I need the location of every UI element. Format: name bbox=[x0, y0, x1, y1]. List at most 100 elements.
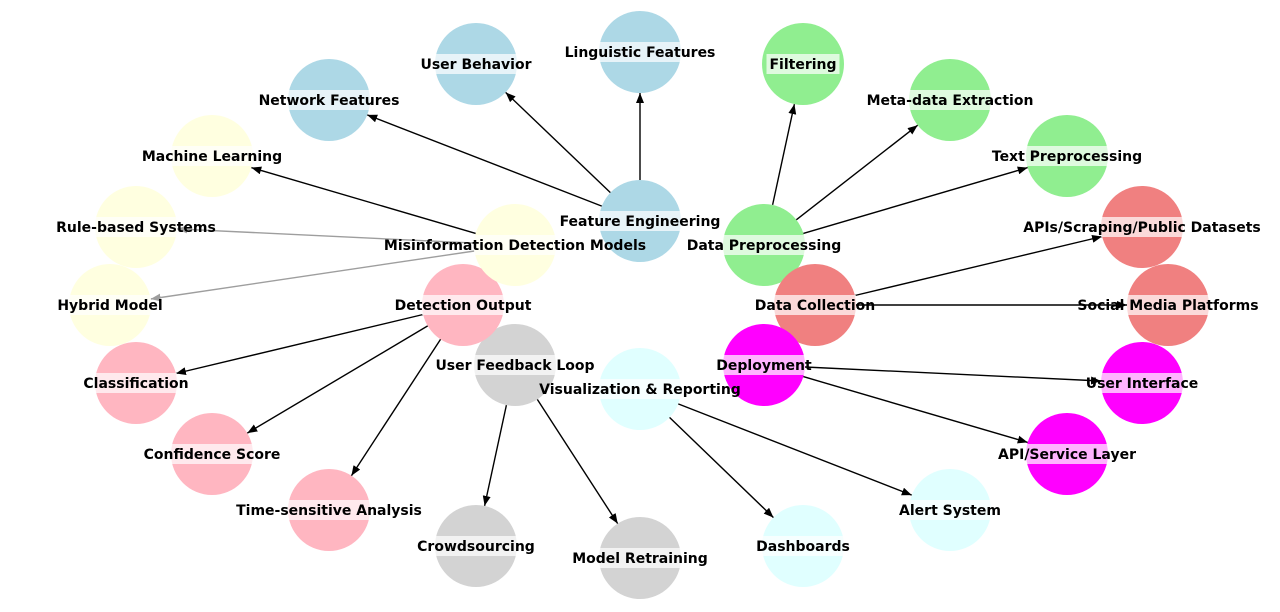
node-label-machine-learning: Machine Learning bbox=[142, 149, 282, 165]
node-label-group-api-service-layer: API/Service Layer bbox=[998, 444, 1136, 464]
edge-fe-to-ub bbox=[505, 91, 611, 194]
node-label-confidence-score: Confidence Score bbox=[144, 447, 281, 463]
node-label-bg bbox=[909, 500, 991, 520]
edges-layer bbox=[150, 91, 1127, 524]
node-label-group-linguistic-features: Linguistic Features bbox=[565, 42, 716, 62]
node-label-user-behavior: User Behavior bbox=[420, 57, 531, 73]
edge-do-to-cls bbox=[175, 313, 424, 376]
node-label-bg bbox=[599, 548, 681, 568]
edge-ufl-to-crowd bbox=[482, 404, 508, 507]
node-label-group-user-feedback-loop: User Feedback Loop bbox=[435, 355, 595, 375]
edge-mdm-to-hyb bbox=[150, 250, 475, 302]
node-label-apis-scraping-public-datasets: APIs/Scraping/Public Datasets bbox=[1023, 220, 1261, 236]
node-label-bg bbox=[723, 235, 805, 255]
node-label-group-filtering: Filtering bbox=[766, 54, 840, 74]
node-label-bg bbox=[599, 42, 681, 62]
node-label-deployment: Deployment bbox=[716, 358, 812, 374]
node-label-bg bbox=[599, 379, 681, 399]
edge-dep-to-ui bbox=[804, 366, 1102, 385]
node-label-group-user-behavior: User Behavior bbox=[420, 54, 532, 74]
node-label-group-data-collection: Data Collection bbox=[755, 295, 875, 315]
node-label-bg bbox=[474, 235, 556, 255]
node-label-misinformation-detection-models: Misinformation Detection Models bbox=[384, 238, 646, 254]
edge-dp-to-text bbox=[803, 166, 1028, 235]
node-label-group-meta-data-extraction: Meta-data Extraction bbox=[867, 90, 1034, 110]
node-label-bg bbox=[422, 295, 504, 315]
node-label-filtering: Filtering bbox=[769, 57, 836, 73]
node-label-bg bbox=[762, 536, 844, 556]
node-label-user-interface: User Interface bbox=[1086, 376, 1199, 392]
node-label-bg bbox=[1101, 217, 1183, 237]
node-label-group-detection-output: Detection Output bbox=[395, 295, 532, 315]
edge-dep-to-api bbox=[803, 375, 1028, 444]
node-label-time-sensitive-analysis: Time-sensitive Analysis bbox=[236, 503, 422, 519]
node-label-group-deployment: Deployment bbox=[716, 355, 812, 375]
node-label-social-media-platforms: Social Media Platforms bbox=[1077, 298, 1258, 314]
node-label-linguistic-features: Linguistic Features bbox=[565, 45, 716, 61]
edge-mdm-to-rbs bbox=[176, 225, 475, 244]
node-label-network-features: Network Features bbox=[259, 93, 400, 109]
node-label-group-misinformation-detection-models: Misinformation Detection Models bbox=[384, 235, 646, 255]
node-label-crowdsourcing: Crowdsourcing bbox=[417, 539, 535, 555]
node-label-model-retraining: Model Retraining bbox=[572, 551, 708, 567]
node-label-group-hybrid-model: Hybrid Model bbox=[57, 295, 163, 315]
node-label-visualization-reporting: Visualization & Reporting bbox=[539, 382, 741, 398]
node-label-bg bbox=[171, 444, 253, 464]
edge-fe-to-net bbox=[366, 114, 603, 207]
edge-dp-to-filt bbox=[771, 103, 797, 206]
node-label-bg bbox=[723, 355, 805, 375]
node-label-bg bbox=[909, 90, 991, 110]
node-label-group-user-interface: User Interface bbox=[1086, 373, 1199, 393]
node-label-classification: Classification bbox=[83, 376, 188, 392]
node-label-hybrid-model: Hybrid Model bbox=[57, 298, 162, 314]
node-label-bg bbox=[95, 217, 177, 237]
node-label-rule-based-systems: Rule-based Systems bbox=[56, 220, 216, 236]
node-label-group-alert-system: Alert System bbox=[899, 500, 1001, 520]
node-label-alert-system: Alert System bbox=[899, 503, 1001, 519]
node-label-user-feedback-loop: User Feedback Loop bbox=[435, 358, 594, 374]
node-label-bg bbox=[1026, 444, 1108, 464]
node-label-group-model-retraining: Model Retraining bbox=[572, 548, 708, 568]
edge-viz-to-dash bbox=[669, 416, 774, 519]
edge-dc-to-apis bbox=[854, 234, 1103, 297]
edge-dp-to-meta bbox=[795, 124, 919, 221]
node-label-group-classification: Classification bbox=[83, 373, 189, 393]
node-label-bg bbox=[1026, 146, 1108, 166]
node-label-bg bbox=[599, 211, 681, 231]
node-label-group-time-sensitive-analysis: Time-sensitive Analysis bbox=[236, 500, 422, 520]
node-label-group-data-preprocessing: Data Preprocessing bbox=[687, 235, 841, 255]
node-label-group-network-features: Network Features bbox=[259, 90, 400, 110]
node-label-group-confidence-score: Confidence Score bbox=[144, 444, 281, 464]
node-label-bg bbox=[774, 295, 856, 315]
node-label-bg bbox=[288, 90, 370, 110]
edge-mdm-to-ml bbox=[251, 166, 476, 235]
node-label-detection-output: Detection Output bbox=[395, 298, 532, 314]
node-label-group-social-media-platforms: Social Media Platforms bbox=[1077, 295, 1259, 315]
node-label-bg bbox=[766, 54, 840, 74]
node-label-meta-data-extraction: Meta-data Extraction bbox=[867, 93, 1034, 109]
node-label-dashboards: Dashboards bbox=[756, 539, 850, 555]
node-label-api-service-layer: API/Service Layer bbox=[998, 447, 1136, 463]
node-label-bg bbox=[1127, 295, 1209, 315]
node-label-bg bbox=[1101, 373, 1183, 393]
edge-do-to-tsa bbox=[350, 338, 442, 477]
node-label-group-dashboards: Dashboards bbox=[756, 536, 850, 556]
node-label-group-crowdsourcing: Crowdsourcing bbox=[417, 536, 535, 556]
node-label-bg bbox=[435, 536, 517, 556]
node-label-text-preprocessing: Text Preprocessing bbox=[992, 149, 1142, 165]
edge-do-to-conf bbox=[246, 325, 429, 434]
node-label-bg bbox=[288, 500, 370, 520]
node-label-group-apis-scraping-public-datasets: APIs/Scraping/Public Datasets bbox=[1023, 217, 1261, 237]
node-label-bg bbox=[69, 295, 151, 315]
node-label-data-collection: Data Collection bbox=[755, 298, 875, 314]
node-label-bg bbox=[95, 373, 177, 393]
node-label-group-machine-learning: Machine Learning bbox=[142, 146, 282, 166]
node-label-group-visualization-reporting: Visualization & Reporting bbox=[539, 379, 741, 399]
node-label-bg bbox=[474, 355, 556, 375]
node-label-group-text-preprocessing: Text Preprocessing bbox=[992, 146, 1142, 166]
edge-ufl-to-mr bbox=[536, 399, 619, 524]
node-label-bg bbox=[435, 54, 517, 74]
node-label-group-rule-based-systems: Rule-based Systems bbox=[56, 217, 216, 237]
